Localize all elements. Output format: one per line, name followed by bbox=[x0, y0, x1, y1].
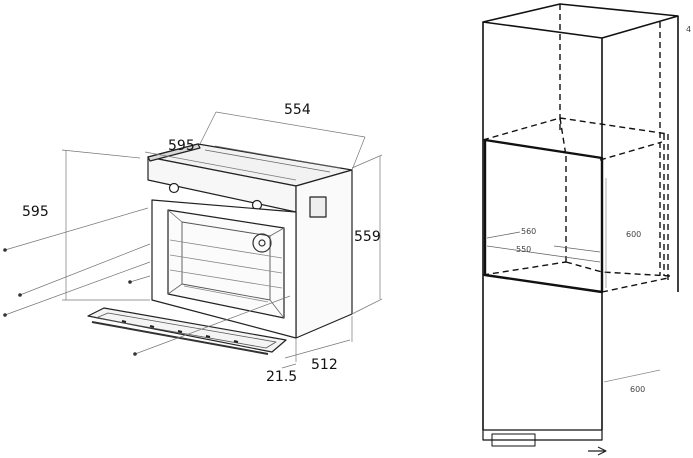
cabinet-top bbox=[482, 3, 679, 39]
fan-hub-icon bbox=[258, 239, 266, 247]
cabinet-niche-opening bbox=[483, 138, 604, 294]
dim-512-label: 512 bbox=[311, 357, 338, 373]
oven-panel-rim bbox=[147, 143, 201, 162]
fan-icon bbox=[252, 233, 272, 253]
cabinet-drawing bbox=[482, 3, 679, 456]
dim-550-label: 550 bbox=[516, 245, 531, 254]
dim-600-depth-label: 600 bbox=[630, 385, 645, 394]
dim-fragment-label: 4 bbox=[686, 25, 691, 34]
left-knob-icon bbox=[168, 182, 180, 194]
cabinet-hidden-edges bbox=[482, 4, 671, 293]
cabinet-foot bbox=[491, 433, 536, 447]
oven-door-handle bbox=[91, 321, 269, 355]
oven-top-recess bbox=[204, 145, 341, 173]
dim-559-label: 559 bbox=[354, 229, 381, 245]
oven-right-side bbox=[295, 169, 353, 339]
dim-595-width-label: 595 bbox=[168, 138, 195, 154]
dim-560-label: 560 bbox=[521, 227, 536, 236]
arrow-down-icon bbox=[588, 446, 607, 456]
leader-markers bbox=[3, 248, 137, 356]
dim-21-5-label: 21.5 bbox=[266, 369, 297, 385]
oven-dimension-lines bbox=[4, 111, 383, 369]
dim-600-cavity-label: 600 bbox=[626, 230, 641, 239]
dim-595-height-label: 595 bbox=[22, 204, 49, 220]
cabinet-niche-inner bbox=[486, 231, 601, 263]
cabinet-plinth bbox=[482, 429, 603, 441]
oven-drawing bbox=[87, 143, 353, 355]
dim-554-label: 554 bbox=[284, 102, 311, 118]
oven-door-inner bbox=[95, 312, 277, 349]
side-bracket bbox=[309, 196, 327, 218]
oven-rack-lines bbox=[169, 239, 283, 303]
door-hinge-dots bbox=[121, 320, 239, 343]
oven-cavity-walls bbox=[167, 209, 285, 319]
